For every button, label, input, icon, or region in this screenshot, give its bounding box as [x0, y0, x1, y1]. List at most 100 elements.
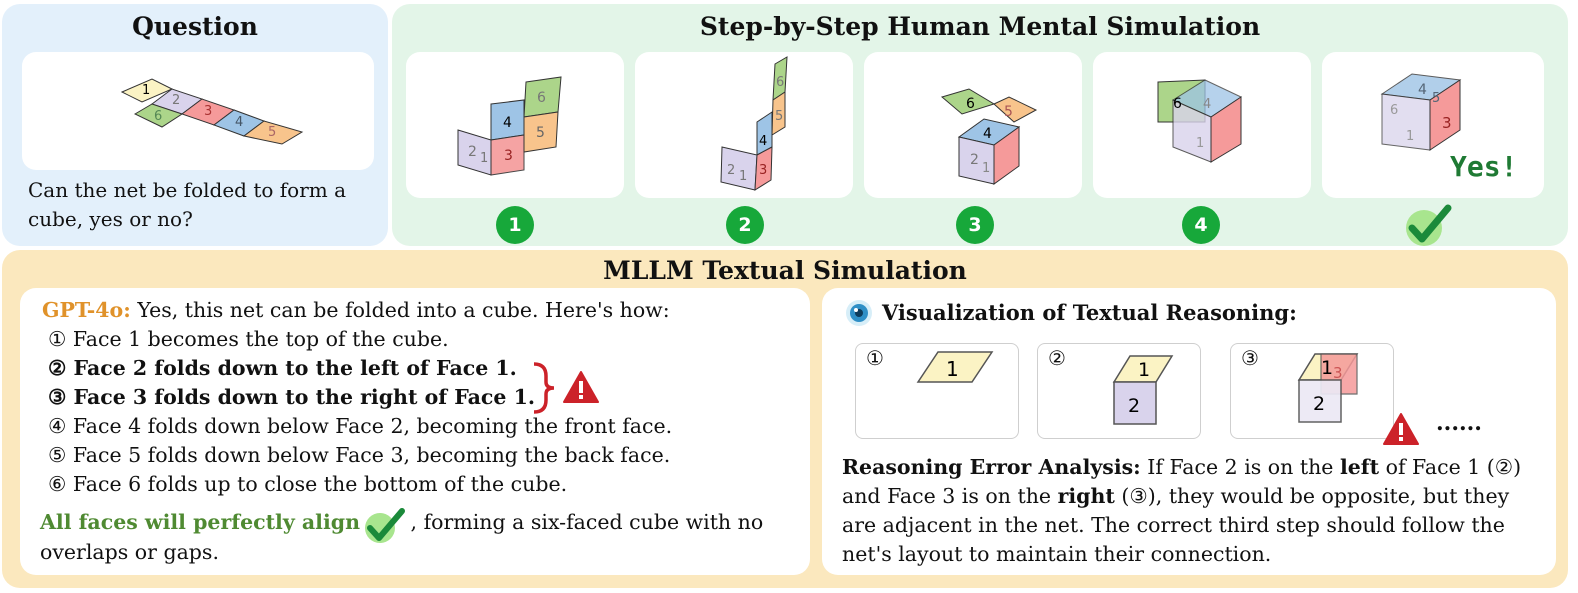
vis-panel-3: 1 3 2 ③ — [1230, 343, 1394, 439]
step-3-face-2: 2 — [970, 152, 979, 168]
net-label-1: 1 — [142, 83, 150, 98]
step-2-card: 6 5 4 2 1 3 — [635, 52, 853, 198]
final-face-3: 3 — [1442, 114, 1452, 132]
step-2-face-1: 1 — [739, 169, 747, 184]
step-2-diagram: 6 5 4 2 1 3 — [720, 56, 788, 191]
step-1-face-1: 1 — [480, 151, 488, 166]
step-num: ② — [48, 356, 67, 380]
step-2-face-3: 3 — [759, 163, 767, 178]
step-2-badge: 2 — [726, 206, 764, 244]
gpt-response-card: GPT-4o: Yes, this net can be folded into… — [20, 288, 810, 575]
final-face-4: 4 — [1418, 82, 1427, 98]
vis-panel-3-diagram: 1 3 2 — [1297, 353, 1359, 423]
step-1-diagram: 6 4 5 2 1 3 — [457, 76, 562, 176]
vis-panel-1-num: ① — [866, 346, 884, 370]
gpt-step-5: ⑤ Face 5 folds down below Face 3, becomi… — [48, 443, 670, 467]
net-label-5: 5 — [268, 125, 276, 140]
final-face-6: 6 — [1390, 103, 1398, 118]
net-label-4: 4 — [235, 115, 243, 130]
conclusion-bold: All faces will perfectly align — [40, 510, 360, 534]
gpt-step-1: ① Face 1 becomes the top of the cube. — [48, 327, 449, 351]
mllm-title: MLLM Textual Simulation — [603, 256, 967, 285]
simulation-title: Step-by-Step Human Mental Simulation — [699, 12, 1261, 41]
eye-icon — [846, 300, 872, 326]
step-num: ① — [48, 327, 67, 351]
question-panel: Question 1 2 3 4 5 6 Can the net be fold… — [2, 4, 388, 246]
gpt-intro-line: GPT-4o: Yes, this net can be folded into… — [42, 298, 670, 322]
analysis-part: If Face 2 is on the — [1147, 455, 1334, 479]
step-4-badge: 4 — [1182, 206, 1220, 244]
more-steps-ellipsis: ...... — [1436, 410, 1482, 436]
step-1-face-5: 5 — [536, 125, 545, 141]
step-2-face-6: 6 — [776, 75, 784, 90]
step-1-card: 6 4 5 2 1 3 — [406, 52, 624, 198]
vis-panel-3-num: ③ — [1241, 346, 1259, 370]
step-4-diagram: 6 4 1 — [1157, 79, 1243, 163]
vis-3-face-2: 2 — [1313, 393, 1325, 415]
step-3-face-4: 4 — [983, 126, 992, 142]
analysis-label: Reasoning Error Analysis: — [842, 455, 1141, 479]
final-cube-diagram: 4 5 6 1 3 — [1380, 73, 1462, 151]
correct-check-icon — [1406, 204, 1452, 246]
vis-panel-1: 1 ① — [855, 343, 1019, 439]
error-analysis-text: Reasoning Error Analysis: If Face 2 is o… — [842, 453, 1542, 569]
final-face-1: 1 — [1406, 129, 1414, 144]
conclusion-rest: , forming a six-faced cube with no — [410, 510, 764, 534]
gpt-step-6: ⑥ Face 6 folds up to close the bottom of… — [48, 472, 567, 496]
step-text: Face 5 folds down below Face 3, becoming… — [72, 443, 671, 467]
step-3-face-5: 5 — [1004, 104, 1013, 120]
question-title: Question — [132, 12, 258, 41]
step-3-face-6: 6 — [966, 96, 975, 112]
final-face-5: 5 — [1432, 91, 1440, 106]
step-text: Face 4 folds down below Face 2, becoming… — [72, 414, 673, 438]
analysis-part: are adjacent in the net. The correct thi… — [842, 513, 1505, 537]
step-1-face-4: 4 — [503, 115, 512, 131]
vis-2-face-1: 1 — [1138, 359, 1150, 381]
step-3-face-1: 1 — [982, 161, 990, 176]
analysis-part: and Face 3 is on the — [842, 484, 1052, 508]
vis-1-face-1: 1 — [946, 357, 959, 381]
vis-panel-2: 1 2 ② — [1037, 343, 1201, 439]
gpt-model-name: GPT-4o: — [42, 298, 131, 322]
step-text: Face 6 folds up to close the bottom of t… — [72, 472, 568, 496]
gpt-step-3: ③ Face 3 folds down to the right of Face… — [48, 385, 535, 409]
vis-warning-icon — [1383, 413, 1419, 445]
error-bracket-icon — [533, 362, 555, 414]
question-text: Can the net be folded to form a cube, ye… — [28, 178, 347, 231]
step-text: Face 2 folds down to the left of Face 1. — [73, 356, 517, 380]
mllm-panel: MLLM Textual Simulation GPT-4o: Yes, thi… — [2, 250, 1568, 588]
step-1-face-2: 2 — [468, 144, 477, 160]
final-cube-card: 4 5 6 1 3 Yes! — [1322, 52, 1544, 198]
net-label-6: 6 — [154, 109, 162, 124]
gpt-step-4: ④ Face 4 folds down below Face 2, becomi… — [48, 414, 672, 438]
step-num: ⑤ — [48, 443, 67, 467]
net-label-3: 3 — [204, 104, 212, 119]
vis-panel-2-num: ② — [1048, 346, 1066, 370]
answer-yes-label: Yes! — [1450, 150, 1518, 183]
vis-panel-1-diagram: 1 — [916, 351, 994, 383]
step-4-face-1: 1 — [1196, 136, 1204, 151]
step-num: ③ — [48, 385, 67, 409]
step-1-badge: 1 — [496, 206, 534, 244]
net-label-2: 2 — [172, 93, 180, 108]
visualization-title: Visualization of Textual Reasoning: — [882, 300, 1297, 325]
step-text: Face 1 becomes the top of the cube. — [72, 327, 449, 351]
gpt-step-2: ② Face 2 folds down to the left of Face … — [48, 356, 517, 380]
analysis-part: of Face 1 (②) — [1385, 455, 1522, 479]
step-4-card: 6 4 1 — [1093, 52, 1311, 198]
vis-3-face-1: 1 — [1321, 357, 1333, 379]
step-4-face-4: 4 — [1203, 97, 1211, 112]
step-4-face-6: 6 — [1173, 96, 1182, 112]
step-3-badge: 3 — [956, 206, 994, 244]
gpt-intro-text: Yes, this net can be folded into a cube.… — [137, 298, 670, 322]
analysis-part: net's layout to maintain their connectio… — [842, 542, 1272, 566]
gpt-conclusion: All faces will perfectly align , forming… — [40, 510, 763, 534]
simulation-panel: Step-by-Step Human Mental Simulation 6 4… — [392, 4, 1568, 246]
visualization-card: Visualization of Textual Reasoning: 1 ① … — [822, 288, 1556, 575]
step-2-face-2: 2 — [727, 163, 735, 178]
step-3-diagram: 6 5 4 2 1 — [940, 88, 1038, 185]
step-2-face-4: 4 — [759, 134, 767, 149]
cube-net-diagram: 1 2 3 4 5 6 — [120, 78, 304, 145]
gpt-conclusion-line2: overlaps or gaps. — [40, 540, 219, 564]
vis-2-face-2: 2 — [1128, 395, 1140, 417]
